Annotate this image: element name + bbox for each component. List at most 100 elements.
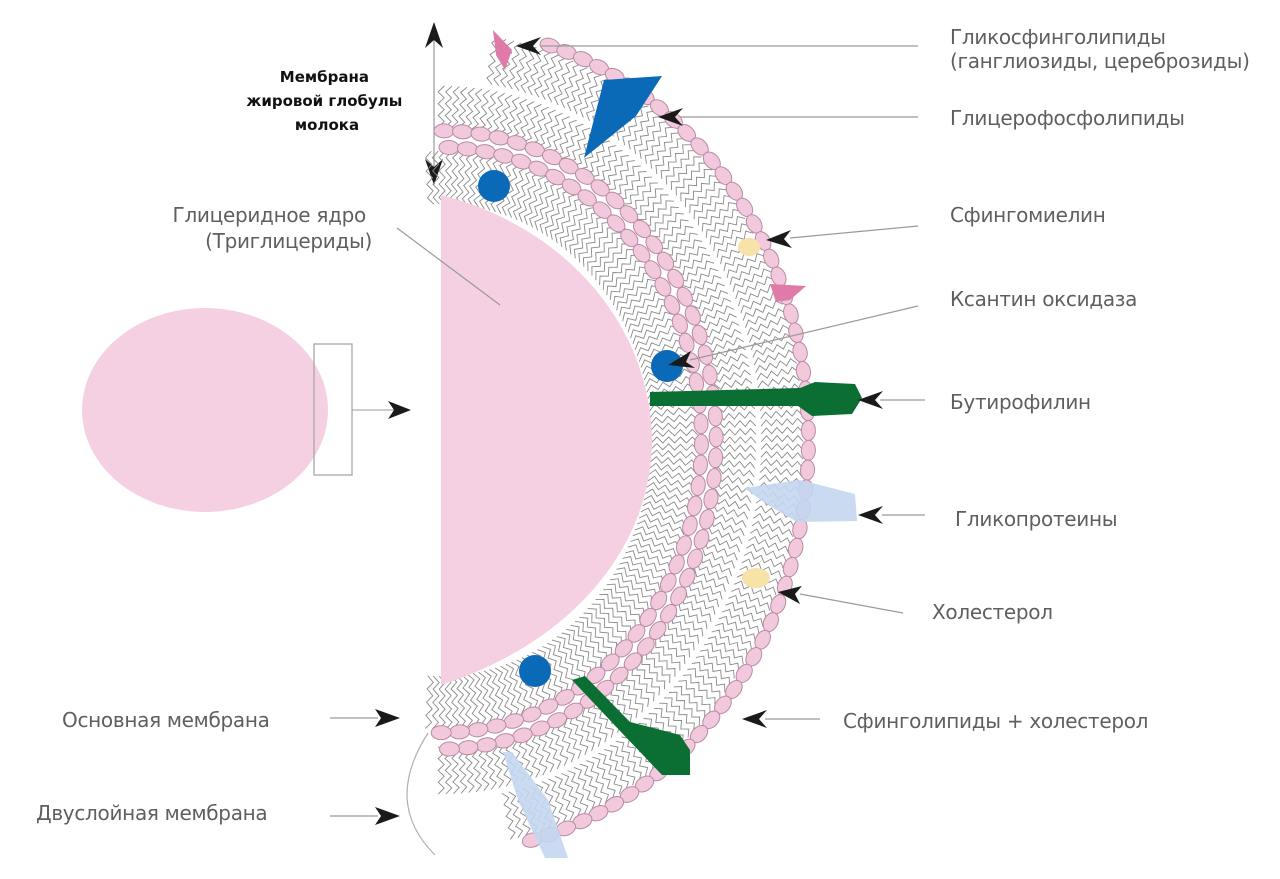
lipid-tail-inner: [650, 413, 698, 425]
lipid-tail-outer: [691, 661, 726, 693]
head-row-outer: [787, 537, 804, 559]
label-glycosphingolipids: Гликосфинголипиды (ганглиозиды, цереброз…: [516, 25, 1250, 73]
head-row-inner: [485, 718, 507, 734]
lipid-tail-inner: [534, 182, 559, 231]
lipid-tail-middle: [694, 305, 735, 328]
lipid-tail-inner: [551, 639, 581, 685]
glycosphingolipid-shape: [493, 30, 512, 70]
lipid-tail-outer: [752, 341, 794, 358]
lipid-tail-inner: [627, 304, 671, 333]
lipid-tail-outer: [650, 132, 680, 169]
lipid-tail-outer: [718, 615, 756, 642]
lipid-tail-inner: [587, 608, 622, 647]
lipid-tail-outer: [579, 74, 602, 118]
butyrophilin-text: Бутирофилин: [950, 390, 1091, 414]
glycerophospholipid-protein: [584, 76, 662, 158]
head-row-inner: [693, 413, 709, 435]
lipid-tail-outer: [726, 253, 765, 278]
lipid-tail-inner: [642, 501, 689, 521]
arrow-left-icon: [766, 230, 792, 248]
head-row-inner: [692, 454, 708, 476]
lipid-tail-inner: [559, 202, 589, 247]
lipid-tail-outer: [486, 37, 499, 85]
lipid-tail-inner: [554, 198, 583, 244]
lipid-tail-inner: [507, 167, 528, 218]
lipid-tail-middle: [701, 525, 743, 545]
lipid-tail-inner: [634, 526, 680, 550]
head-row-outer: [783, 303, 799, 324]
head-row-inner: [449, 724, 471, 740]
lipid-tail-outer: [729, 260, 768, 285]
lipid-tail-outer: [664, 697, 695, 732]
lipid-tail-inner: [603, 588, 641, 624]
arrow-left-icon: [858, 506, 883, 524]
blue-protein-bottom: [519, 655, 551, 687]
lipid-tail-inner: [622, 555, 665, 585]
lipid-tail-outer: [760, 434, 804, 443]
lipid-tail-inner: [649, 462, 697, 475]
bilayer-bracket-arc: [406, 732, 436, 856]
lipid-tail-inner: [512, 169, 534, 220]
sphingomyelin-shape: [738, 238, 760, 256]
lipid-tail-inner: [606, 260, 644, 295]
lipid-tail-inner: [578, 221, 611, 263]
arrow-left-icon: [778, 586, 802, 604]
lipid-tail-outer: [743, 551, 785, 571]
lipid-tail-outer: [695, 655, 731, 686]
lipid-tail-inner: [583, 612, 617, 652]
glycosphingolipid-shape-2: [770, 284, 806, 302]
bilayer-membrane-text: Двуслойная мембрана: [36, 801, 267, 825]
glycoproteins-text: Гликопротеины: [955, 507, 1117, 531]
sphingomyelin-text: Сфингомиелин: [950, 203, 1106, 227]
lipid-tail-inner: [602, 254, 640, 290]
lipid-tail-inner: [425, 675, 435, 729]
lipid-tail-outer: [506, 42, 522, 90]
lipid-tail-outer: [759, 466, 803, 477]
lipid-tail-middle: [437, 746, 445, 795]
lipid-tail-inner: [637, 520, 682, 543]
lipid-tail-outer: [533, 51, 552, 98]
lipid-tail-inner: [609, 578, 649, 611]
lipid-tail-inner: [616, 278, 656, 311]
lipid-tail-inner: [632, 532, 677, 557]
lipid-tail-inner: [634, 325, 679, 350]
lipid-tail-inner: [643, 494, 691, 513]
lipid-tail-middle: [634, 655, 666, 690]
lipid-tail-inner: [505, 663, 526, 715]
lipid-tail-middle: [576, 705, 602, 747]
lipid-tail-outer: [756, 366, 799, 381]
lipid-tail-outer: [501, 792, 516, 840]
lipid-tail-inner: [467, 153, 481, 207]
head-row-outer: [800, 420, 816, 441]
lipid-tail-inner: [613, 572, 653, 605]
lipid-tail-inner: [624, 298, 667, 327]
lipid-tail-outer: [760, 458, 803, 468]
lipid-tail-middle: [687, 568, 726, 592]
lipid-tail-middle: [523, 103, 542, 150]
lipid-tail-outer: [731, 587, 771, 611]
lipid-tail-outer: [665, 150, 697, 185]
lipid-tail-inner: [449, 675, 460, 730]
lipid-tail-middle: [670, 246, 707, 275]
lipid-tail-outer: [737, 284, 778, 307]
head-row-inner-2: [488, 130, 510, 146]
lipid-tail-outer: [675, 162, 707, 196]
lipid-tail-inner: [467, 673, 480, 727]
lipid-tail-inner: [561, 632, 592, 677]
lipid-tail-outer: [728, 594, 767, 619]
lipid-tail-outer: [687, 668, 721, 700]
lipid-tail-outer: [749, 528, 792, 546]
lipid-tail-outer: [753, 349, 796, 366]
cholesterol-shape: [742, 568, 770, 588]
lipid-tail-inner: [649, 405, 698, 418]
lipid-tail-inner: [609, 266, 648, 300]
lipid-tail-middle: [680, 267, 718, 294]
lipid-tail-outer: [689, 181, 723, 214]
lipid-tail-outer: [725, 601, 764, 627]
label-xanthine-oxidase: Ксантин оксидаза: [668, 287, 1137, 368]
arrow-right-icon: [375, 709, 400, 727]
lipid-tail-outer: [753, 513, 795, 529]
lipid-tail-outer: [713, 223, 750, 251]
lipid-tail-inner: [450, 151, 460, 205]
head-row-inner-2: [708, 426, 724, 448]
